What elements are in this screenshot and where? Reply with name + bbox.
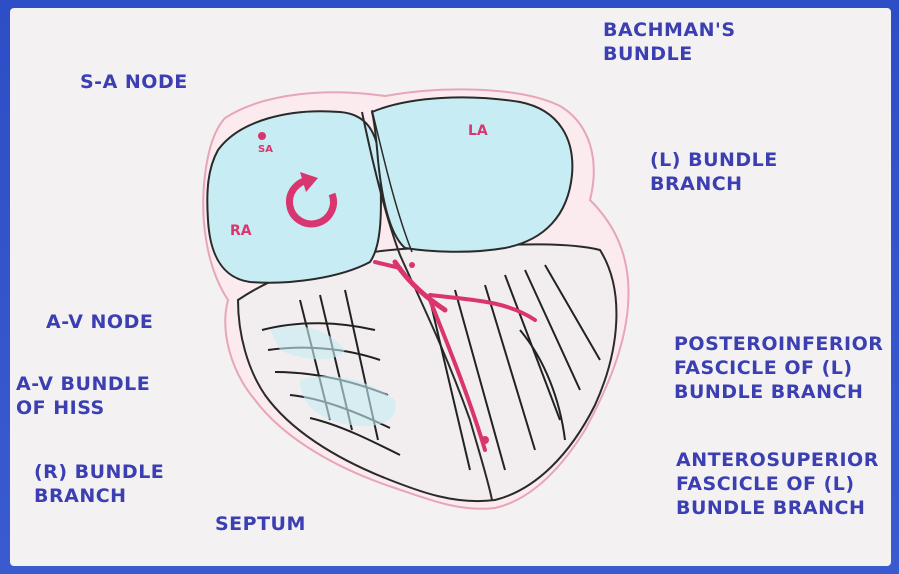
label-la: LA <box>468 123 488 139</box>
label-sa-node: S-A NODE <box>80 70 188 94</box>
label-av-node: A-V NODE <box>46 310 153 334</box>
label-l-bundle-branch: (L) BUNDLE BRANCH <box>650 148 778 196</box>
label-ra: RA <box>230 223 252 239</box>
sa-node-dot <box>258 132 266 140</box>
label-anterosuperior-fascicle: ANTEROSUPERIOR FASCICLE OF (L) BUNDLE BR… <box>676 448 879 520</box>
left-atrium <box>372 97 572 251</box>
label-av-bundle-of-his: A-V BUNDLE OF HISS <box>16 372 150 420</box>
label-posteroinferior-fascicle: POSTEROINFERIOR FASCICLE OF (L) BUNDLE B… <box>674 332 883 404</box>
right-atrium <box>207 111 381 282</box>
label-septum: SEPTUM <box>215 512 306 536</box>
label-sa-marker: SA <box>258 144 273 155</box>
label-r-bundle-branch: (R) BUNDLE BRANCH <box>34 460 164 508</box>
label-bachmans-bundle: BACHMAN'S BUNDLE <box>603 18 736 66</box>
